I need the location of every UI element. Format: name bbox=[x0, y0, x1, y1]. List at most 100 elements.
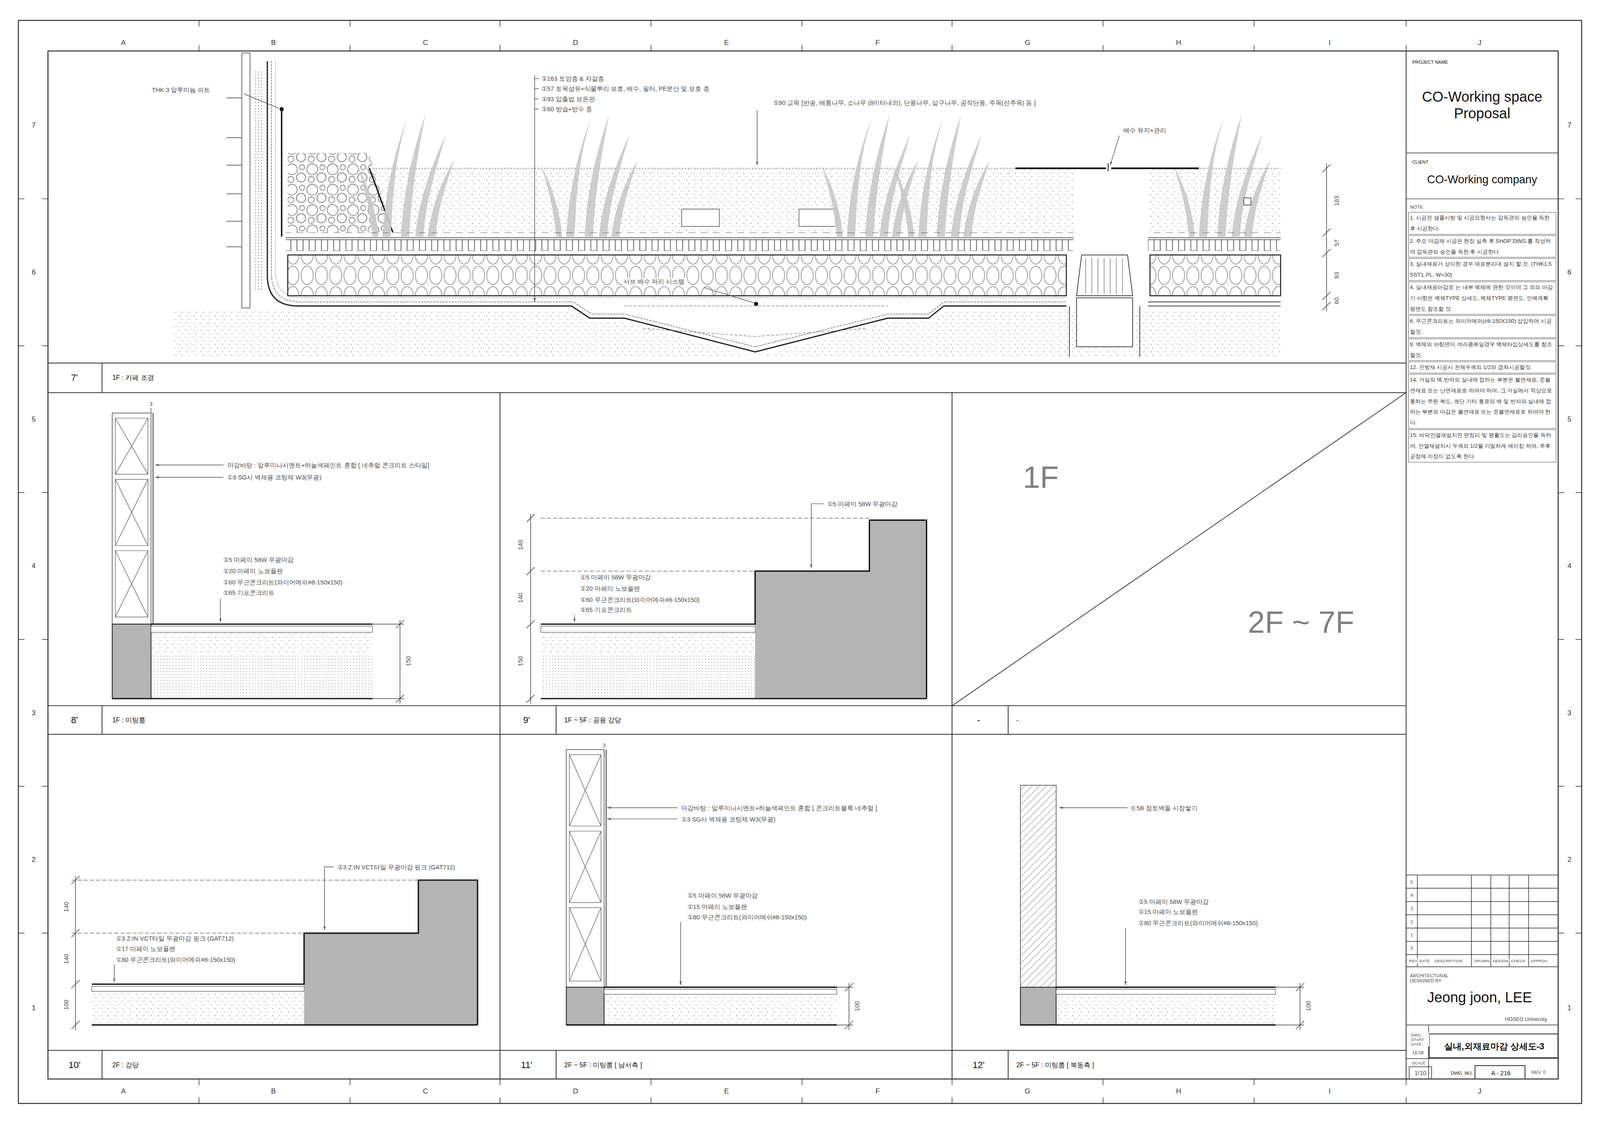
note-item: 4. 실내재료마감표 는 내부 벽체에 관한 것이며 그 외의 마감기 사항은 … bbox=[1408, 281, 1557, 315]
floor-section-12 bbox=[1056, 994, 1276, 1025]
callout-text: ①57 토목섬유+식물뿌리 보호, 배수, 필터, PE분산 및 보호 층 bbox=[540, 85, 711, 93]
floor-section-8 bbox=[112, 624, 151, 699]
callout-text: ①60 무근콘크리트(와이어메쉬#8-150x150) bbox=[222, 579, 344, 587]
title-block-text: SCALE bbox=[1411, 1060, 1427, 1066]
title-block-text: NOTE bbox=[1409, 204, 1424, 210]
cell-text: A - 216 bbox=[1491, 1069, 1511, 1077]
floor-section-11 bbox=[566, 987, 837, 1026]
note-item: 3. 실내재료가 상이한 경우 재료분리대 설치 할 것. (THK1.5 SS… bbox=[1408, 258, 1557, 281]
dimension-line bbox=[71, 876, 80, 1031]
leader-line bbox=[220, 598, 221, 623]
grid-reference: C bbox=[422, 38, 429, 48]
roof-garden-section bbox=[1147, 168, 1281, 233]
grid-reference: J bbox=[1477, 1087, 1483, 1097]
floor-section-8 bbox=[115, 418, 148, 618]
cell-heading: 7' bbox=[71, 372, 78, 384]
leader-line bbox=[607, 807, 678, 808]
floor-section-12 bbox=[1056, 989, 1276, 995]
view-title-bar: -- bbox=[952, 706, 1407, 735]
leader-line bbox=[756, 110, 758, 165]
cell-heading: 10' bbox=[68, 1060, 81, 1071]
cell-text: 1F : 카페 조경 bbox=[112, 374, 154, 382]
roof-garden-section bbox=[271, 61, 1067, 347]
leader-line bbox=[1125, 928, 1126, 986]
roof-garden-section bbox=[287, 255, 1067, 296]
callout-text: ①93 압출법 보온판 bbox=[540, 95, 596, 103]
dimension-text: 140 bbox=[517, 538, 525, 551]
floor-section-10 bbox=[71, 880, 419, 934]
roof-garden-section bbox=[1107, 163, 1109, 172]
floor-section-8 bbox=[150, 655, 373, 699]
grid-reference: 4 bbox=[30, 562, 37, 571]
title-block-cell: PROJECT NAMECO-Working space Proposal bbox=[1406, 50, 1559, 153]
roof-garden-section bbox=[357, 114, 455, 237]
cell-heading: 11' bbox=[520, 1060, 533, 1071]
cell-text: CO-Working space Proposal bbox=[1411, 88, 1553, 122]
grid-reference: 2 bbox=[30, 856, 37, 865]
cell-text: 실내,외재료마감 상세도-3 bbox=[1444, 1041, 1545, 1053]
floor-section-10 bbox=[91, 986, 304, 992]
floor-section-8 bbox=[112, 413, 373, 699]
revision-cell: 1 bbox=[1409, 932, 1414, 938]
dimension-text: 140 bbox=[517, 592, 525, 605]
leader-line bbox=[704, 287, 755, 303]
leader-line bbox=[155, 465, 224, 466]
floor-section-9 bbox=[540, 626, 755, 633]
view-title-bar: 7' 1F : 카페 조경 bbox=[47, 363, 1407, 393]
floor-section-8 bbox=[152, 413, 154, 625]
floor-section-11 bbox=[604, 994, 837, 1025]
grid-reference: A bbox=[120, 1087, 127, 1097]
title-block-lines bbox=[1406, 152, 1559, 199]
title-block-cell: CLIENTCO-Working company bbox=[1406, 152, 1559, 199]
cell-heading: - bbox=[977, 715, 980, 726]
panel-grid bbox=[1405, 50, 1407, 1080]
roof-garden-section bbox=[799, 209, 838, 227]
cell-heading: CLIENT bbox=[1412, 159, 1429, 165]
note-item: 15. 바닥안열재설치전 면정리 및 평활도는 감리승인을 득하며, 안열재설치… bbox=[1408, 429, 1557, 463]
roof-garden-section bbox=[369, 167, 1281, 169]
panel-grid bbox=[952, 392, 1407, 707]
dimension-line bbox=[71, 163, 1331, 1031]
grid-reference: 3 bbox=[30, 709, 37, 718]
floor-section-9 bbox=[540, 655, 755, 699]
revision-cell: REV. DATE bbox=[1408, 958, 1431, 964]
callout-text: ①3 SG사 벽체용 코팅제 W3(무광) bbox=[226, 474, 323, 482]
title-block-text: DWG. START DATE bbox=[1410, 1032, 1430, 1048]
callout-text: 3 bbox=[148, 401, 154, 408]
callout-text: 마감바탕 : 알루미나시멘트+하늘색페인트 혼합 [ 네추럴 콘크리트 스타일] bbox=[226, 461, 430, 469]
callout-text: ①15 마페이 노보플랜 bbox=[686, 903, 748, 911]
roof-garden-section bbox=[279, 107, 284, 112]
grid-reference: 7 bbox=[30, 121, 37, 130]
revision-cell: DRAWN bbox=[1473, 958, 1491, 964]
dimension-text: 57 bbox=[1333, 238, 1341, 248]
grid-reference: 5 bbox=[30, 415, 37, 424]
roof-garden-section bbox=[1150, 255, 1281, 296]
floor-section-11 bbox=[566, 987, 605, 1026]
grid-reference: 7 bbox=[1566, 121, 1573, 130]
sheet-frame bbox=[18, 20, 1582, 1104]
leader-line bbox=[607, 818, 678, 820]
callout-text: 0.5B 점토벽돌 시장쌓기 bbox=[1130, 804, 1198, 812]
title-box: 실내,외재료마감 상세도-3 bbox=[1428, 1033, 1559, 1059]
floor-section-12 bbox=[1020, 987, 1057, 1026]
floor-section-8 bbox=[112, 624, 373, 699]
roof-garden-section bbox=[1147, 232, 1281, 251]
callout-text: 배수 유지+관리 bbox=[1122, 127, 1168, 135]
grid-reference: 1 bbox=[30, 1004, 37, 1013]
sheet-frame bbox=[47, 50, 1558, 1080]
callout-text: ①60 방습+방수 층 bbox=[540, 105, 593, 113]
callout-text: ①163 토양층 & 자갈층 bbox=[540, 75, 605, 83]
floor-section-8 bbox=[150, 626, 373, 633]
callout-text: 마감바탕 : 알루미나시멘트+하늘색페인트 혼합 [ 콘크리트블록 네추럴 ] bbox=[680, 804, 878, 812]
revision-cell: CHECK bbox=[1510, 958, 1526, 964]
dimension-line bbox=[1322, 163, 1331, 312]
leader-line bbox=[574, 615, 575, 623]
floor-section-10 bbox=[304, 880, 478, 1026]
roof-garden-section bbox=[540, 114, 638, 237]
roof-garden-section bbox=[1015, 167, 1200, 170]
sheet-frame bbox=[18, 20, 1582, 1104]
callout-text: ①5 마페이 58W 무광마감 bbox=[686, 892, 759, 900]
sheet-frame bbox=[18, 20, 1582, 1104]
revision-cell: APPROV. bbox=[1529, 958, 1550, 964]
grid-reference: F bbox=[874, 38, 881, 48]
